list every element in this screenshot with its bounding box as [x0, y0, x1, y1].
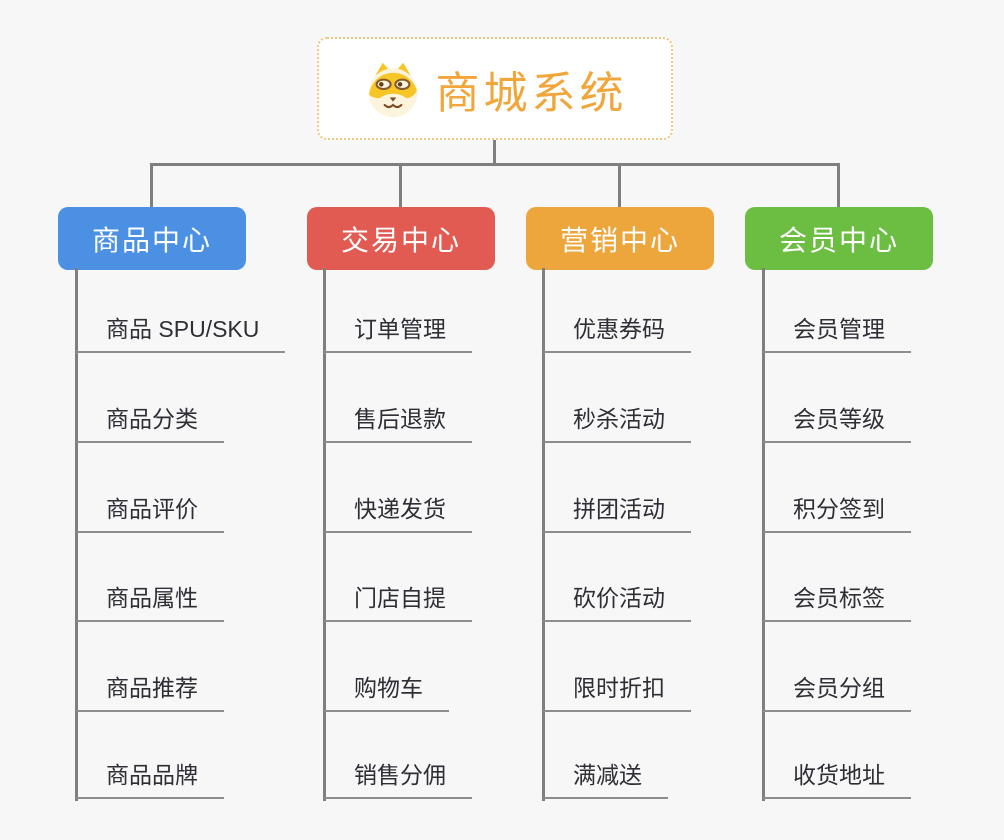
leaf-node[interactable]: 商品 SPU/SKU	[76, 314, 286, 353]
branch-node-marketing-center[interactable]: 营销中心	[526, 207, 714, 270]
drop-line-marketing	[618, 165, 621, 208]
root-title: 商城系统	[435, 68, 628, 118]
branch-connector-line	[150, 163, 840, 166]
leaf-node[interactable]: 订单管理	[324, 314, 472, 353]
branch-node-member-center[interactable]: 会员中心	[745, 207, 933, 270]
drop-line-product	[150, 165, 153, 208]
leaf-node[interactable]: 拼团活动	[543, 494, 691, 533]
leaf-node[interactable]: 会员等级	[763, 404, 911, 443]
branch-label: 商品中心	[91, 224, 212, 256]
column-rail-line	[75, 268, 78, 801]
leaf-node[interactable]: 门店自提	[324, 583, 472, 622]
leaf-node[interactable]: 砍价活动	[543, 583, 691, 622]
column-rail-line	[542, 268, 545, 801]
leaf-node[interactable]: 会员管理	[763, 314, 911, 353]
leaf-node[interactable]: 秒杀活动	[543, 404, 691, 443]
branch-label: 会员中心	[778, 224, 899, 256]
leaf-node[interactable]: 收货地址	[763, 760, 911, 799]
drop-line-member	[837, 165, 840, 208]
column-rail-line	[323, 268, 326, 801]
branch-label: 营销中心	[559, 224, 680, 256]
leaf-node[interactable]: 优惠券码	[543, 314, 691, 353]
shiba-dog-icon	[363, 59, 423, 119]
leaf-node[interactable]: 快递发货	[324, 494, 472, 533]
leaf-node[interactable]: 商品推荐	[76, 673, 224, 712]
root-connector-line	[493, 139, 496, 165]
drop-line-trade	[399, 165, 402, 208]
branch-node-product-center[interactable]: 商品中心	[58, 207, 246, 270]
leaf-node[interactable]: 销售分佣	[324, 760, 472, 799]
leaf-node[interactable]: 会员标签	[763, 583, 911, 622]
branch-label: 交易中心	[340, 224, 461, 256]
column-rail-line	[762, 268, 765, 801]
leaf-node[interactable]: 购物车	[324, 673, 449, 712]
leaf-node[interactable]: 积分签到	[763, 494, 911, 533]
leaf-node[interactable]: 商品评价	[76, 494, 224, 533]
leaf-node[interactable]: 会员分组	[763, 673, 911, 712]
leaf-node[interactable]: 商品品牌	[76, 760, 224, 799]
leaf-node[interactable]: 商品分类	[76, 404, 224, 443]
leaf-node[interactable]: 限时折扣	[543, 673, 691, 712]
leaf-node[interactable]: 满减送	[543, 760, 668, 799]
leaf-node[interactable]: 商品属性	[76, 583, 224, 622]
branch-node-trade-center[interactable]: 交易中心	[307, 207, 495, 270]
leaf-node[interactable]: 售后退款	[324, 404, 472, 443]
root-node[interactable]: 商城系统	[317, 37, 673, 140]
